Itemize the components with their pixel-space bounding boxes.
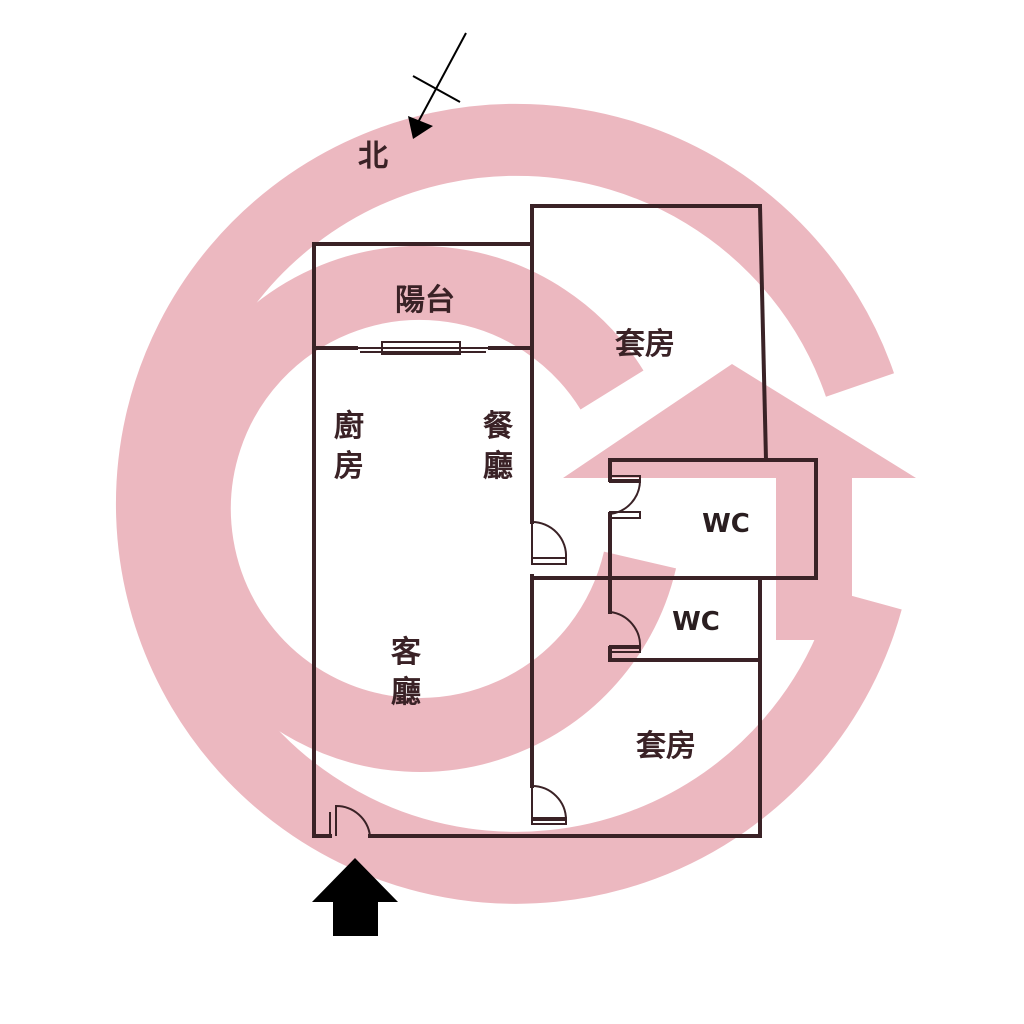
room-label-living-1: 客: [391, 635, 421, 670]
room-label-dining-1: 餐: [483, 409, 514, 444]
room-label-kitchen-1: 廚: [334, 409, 364, 444]
lower-wc-door: [609, 611, 642, 653]
room-label-balcony: 陽台: [395, 283, 455, 318]
room-label-kitchen-2: 房: [334, 449, 364, 484]
watermark-outer-ring: [115, 103, 902, 904]
main-entrance-door: [329, 804, 371, 837]
room-label-suite-bottom: 套房: [636, 729, 696, 764]
room-label-wc-upper: WC: [702, 509, 750, 539]
room-label-dining-2: 廳: [483, 449, 513, 484]
north-arrow-icon: [408, 32, 467, 139]
room-label-living-2: 廳: [391, 675, 421, 710]
room-label-suite-top: 套房: [615, 327, 675, 362]
entrance-arrow-icon: [312, 858, 398, 936]
dining-to-suite-door: [531, 520, 568, 565]
compass-north-label: 北: [358, 139, 388, 174]
watermark-house-arrow: [563, 364, 916, 640]
upper-wc-door: [609, 475, 642, 519]
watermark-inner-ring: [156, 246, 677, 772]
room-label-wc-lower: WC: [672, 607, 720, 637]
logo-watermark-icon: [115, 103, 902, 904]
balcony-sliding-window: [356, 341, 490, 355]
walls: [312, 203, 818, 838]
living-to-suite-door: [531, 785, 568, 825]
